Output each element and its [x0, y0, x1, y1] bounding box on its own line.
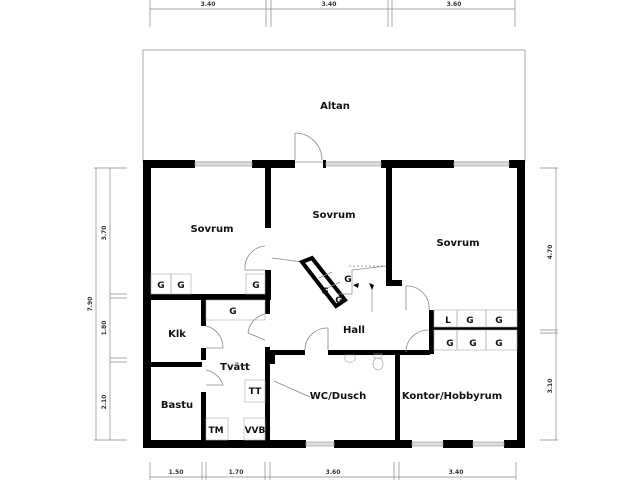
room-tvatt: Tvätt [220, 362, 250, 373]
room-wc-dusch: WC/Dusch [310, 391, 366, 402]
sink-icon [344, 354, 356, 363]
linen-label: L [445, 316, 451, 326]
dim-top-1: 3.40 [201, 1, 216, 8]
top-dimensions [149, 0, 516, 27]
wardrobe-label: G [469, 339, 476, 349]
dim-right-1: 4.70 [547, 245, 554, 260]
room-hall: Hall [343, 325, 365, 336]
room-kontor: Kontor/Hobbyrum [402, 391, 502, 402]
dim-left-total: 7.90 [87, 297, 94, 312]
dim-left-3: 2.10 [101, 395, 108, 410]
wardrobe-label: G [495, 316, 502, 326]
wardrobe-label: G [466, 316, 473, 326]
dryer-label: TT [249, 387, 262, 397]
wardrobe-label: G [229, 307, 236, 317]
stairs [298, 255, 387, 312]
wardrobe-label: G [177, 281, 184, 291]
toilet-icon [372, 357, 384, 371]
dim-top-2: 3.40 [322, 1, 337, 8]
washer-label: TM [208, 426, 223, 436]
dim-left-1: 3.70 [101, 226, 108, 241]
right-dimensions [540, 167, 558, 441]
walls [143, 160, 525, 448]
dim-bottom-4: 3.40 [449, 469, 464, 476]
wardrobe-label: G [344, 275, 351, 285]
room-sovrum-middle: Sovrum [312, 210, 355, 221]
left-dimensions [94, 167, 127, 441]
water-heater-label: VVB [245, 426, 266, 436]
wardrobe-label: G [157, 281, 164, 291]
dim-right-2: 3.10 [547, 379, 554, 394]
dim-bottom-1: 1.50 [169, 469, 184, 476]
room-bastu: Bastu [161, 400, 193, 411]
room-klk: Klk [168, 329, 186, 340]
dim-bottom-3: 3.60 [326, 469, 341, 476]
dim-bottom-2: 1.70 [229, 469, 244, 476]
wardrobe-label: G [446, 339, 453, 349]
wardrobe-label: G [495, 339, 502, 349]
sanitary-fixtures [344, 353, 384, 371]
doors [205, 132, 430, 398]
wardrobes [150, 273, 518, 441]
bottom-dimensions [149, 462, 517, 480]
dim-top-3: 3.60 [447, 1, 462, 8]
wardrobe-label: G [335, 296, 342, 306]
room-sovrum-right: Sovrum [436, 238, 479, 249]
windows [194, 161, 510, 447]
room-altan: Altan [320, 101, 350, 112]
wardrobe-label: G [321, 287, 328, 297]
wardrobe-label: G [252, 281, 259, 291]
room-sovrum-left: Sovrum [190, 224, 233, 235]
dim-left-2: 1.80 [101, 321, 108, 336]
